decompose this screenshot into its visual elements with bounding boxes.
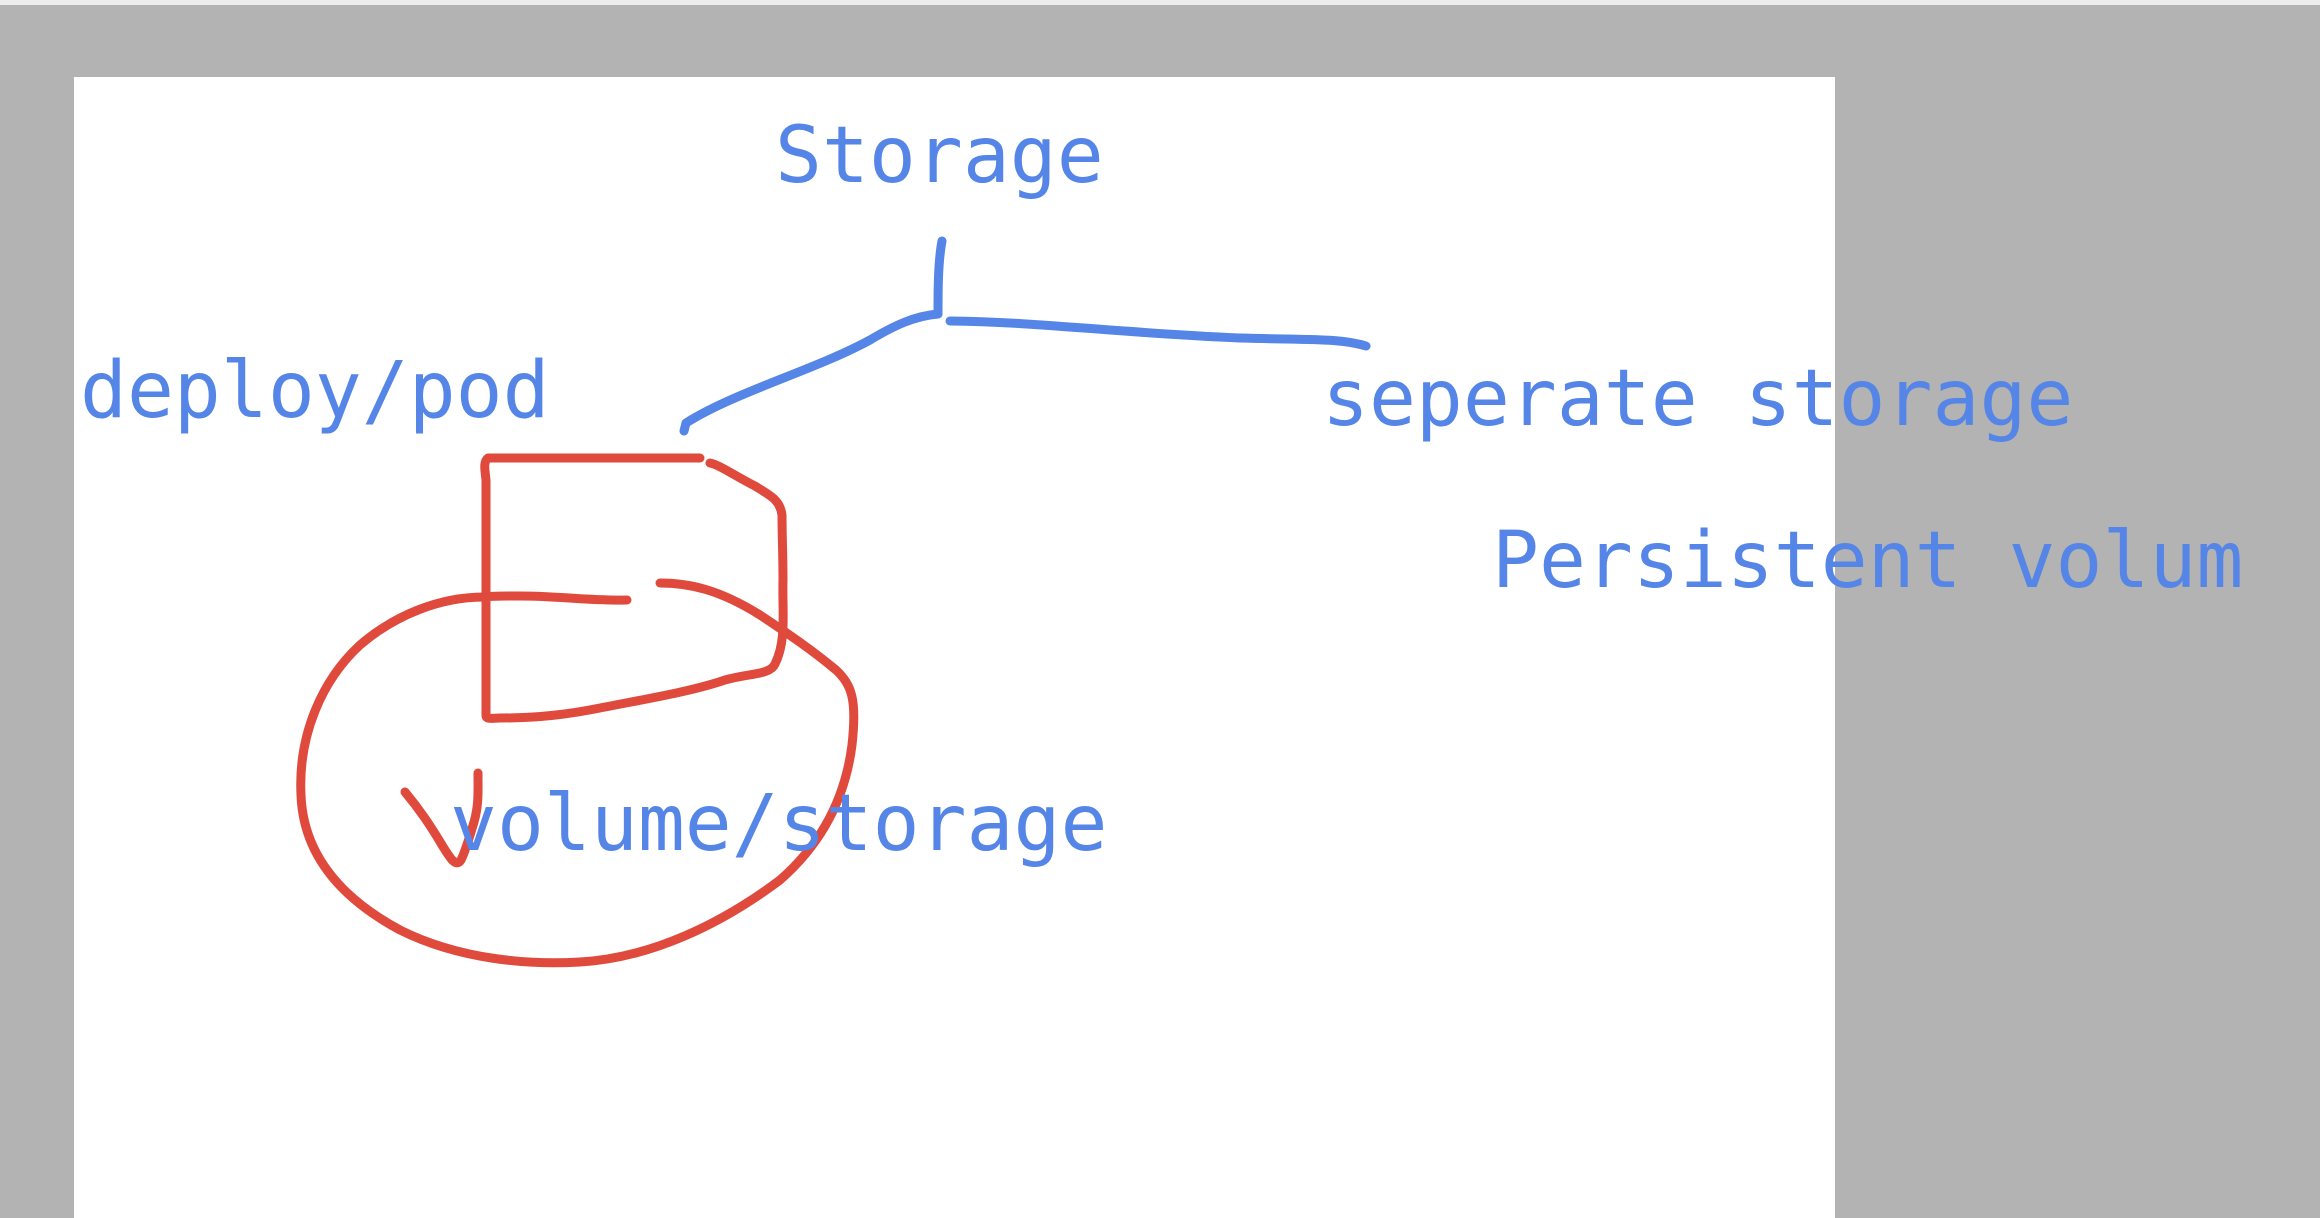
storage-label: Storage <box>775 111 1104 201</box>
deploy-pod-label: deploy/pod <box>80 346 550 436</box>
persistent-volume-label: Persistent volum <box>1492 516 2243 606</box>
text-labels: Storage deploy/pod seperate storage Pers… <box>80 111 2243 869</box>
brace-stem-stroke <box>933 236 947 319</box>
separate-storage-label: seperate storage <box>1322 354 2073 444</box>
container-box-stroke <box>480 453 788 723</box>
whiteboard-canvas[interactable] <box>74 77 1835 1218</box>
brace-left-arm-stroke <box>679 309 943 436</box>
brace-right-arm-stroke <box>945 316 1371 351</box>
volume-storage-label: volume/storage <box>450 779 1107 869</box>
red-strokes <box>296 453 859 968</box>
checkmark-stroke <box>400 768 483 868</box>
blue-strokes <box>679 236 1371 436</box>
top-strip <box>0 0 2320 5</box>
container-mid-line-stroke <box>479 591 632 605</box>
volume-circle-stroke <box>296 578 859 968</box>
